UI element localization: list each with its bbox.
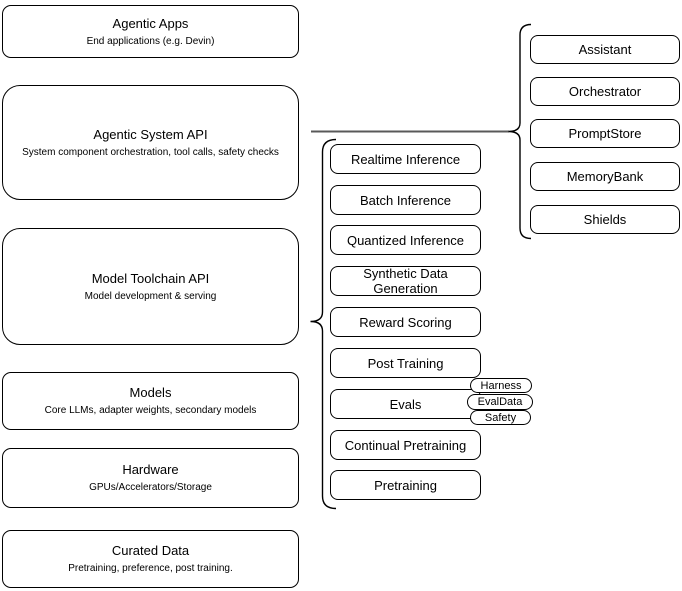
node-promptstore: PromptStore: [530, 119, 680, 148]
tag-label: EvalData: [477, 396, 523, 408]
node-orchestrator: Orchestrator: [530, 77, 680, 106]
node-label: Shields: [583, 212, 627, 227]
node-subtitle: GPUs/Accelerators/Storage: [89, 482, 212, 493]
node-realtime-inference: Realtime Inference: [330, 144, 481, 174]
node-label: Continual Pretraining: [344, 437, 467, 453]
node-agentic-apps: Agentic Apps End applications (e.g. Devi…: [2, 5, 299, 58]
tag-label: Harness: [480, 379, 522, 392]
node-evals: Evals: [330, 389, 481, 419]
node-label: Pretraining: [374, 477, 437, 493]
node-title: Model Toolchain API: [91, 270, 210, 286]
toolchain-brace: [310, 138, 337, 510]
node-label: Realtime Inference: [350, 151, 461, 167]
node-title: Hardware: [122, 462, 179, 477]
node-label: Reward Scoring: [359, 314, 452, 330]
tag-harness: Harness: [470, 378, 532, 393]
tag-safety: Safety: [470, 410, 531, 425]
node-title: Curated Data: [111, 543, 190, 558]
node-title: Models: [129, 385, 172, 400]
node-model-toolchain-api: Model Toolchain API Model development & …: [2, 228, 299, 345]
node-label: Batch Inference: [359, 192, 452, 208]
node-models: Models Core LLMs, adapter weights, secon…: [2, 372, 299, 430]
node-synthetic-data-generation: Synthetic Data Generation: [330, 266, 481, 296]
node-label: MemoryBank: [566, 169, 644, 184]
node-title: Agentic Apps: [112, 15, 189, 31]
node-title: Agentic System API: [93, 126, 208, 142]
node-continual-pretraining: Continual Pretraining: [330, 430, 481, 460]
node-label: Quantized Inference: [346, 232, 465, 248]
node-label: Assistant: [578, 42, 632, 57]
node-pretraining: Pretraining: [330, 470, 481, 500]
node-agentic-system-api: Agentic System API System component orch…: [2, 85, 299, 200]
node-subtitle: Pretraining, preference, post training.: [68, 563, 233, 574]
node-subtitle: System component orchestration, tool cal…: [22, 146, 279, 158]
tag-label: Safety: [484, 411, 517, 424]
node-curated-data: Curated Data Pretraining, preference, po…: [2, 530, 299, 588]
node-batch-inference: Batch Inference: [330, 185, 481, 215]
node-hardware: Hardware GPUs/Accelerators/Storage: [2, 448, 299, 508]
node-post-training: Post Training: [330, 348, 481, 378]
node-subtitle: End applications (e.g. Devin): [86, 35, 215, 47]
system-components-brace: [508, 23, 532, 240]
node-memorybank: MemoryBank: [530, 162, 680, 191]
node-quantized-inference: Quantized Inference: [330, 225, 481, 255]
node-shields: Shields: [530, 205, 680, 234]
node-label: Evals: [389, 396, 422, 412]
node-subtitle: Model development & serving: [84, 290, 217, 302]
node-reward-scoring: Reward Scoring: [330, 307, 481, 337]
node-label: Synthetic Data Generation: [363, 266, 448, 296]
node-label: PromptStore: [568, 126, 642, 141]
node-subtitle: Core LLMs, adapter weights, secondary mo…: [44, 405, 257, 416]
node-assistant: Assistant: [530, 35, 680, 64]
node-label: Post Training: [367, 355, 444, 371]
node-label: Orchestrator: [568, 84, 642, 99]
tag-evaldata: EvalData: [467, 394, 533, 410]
